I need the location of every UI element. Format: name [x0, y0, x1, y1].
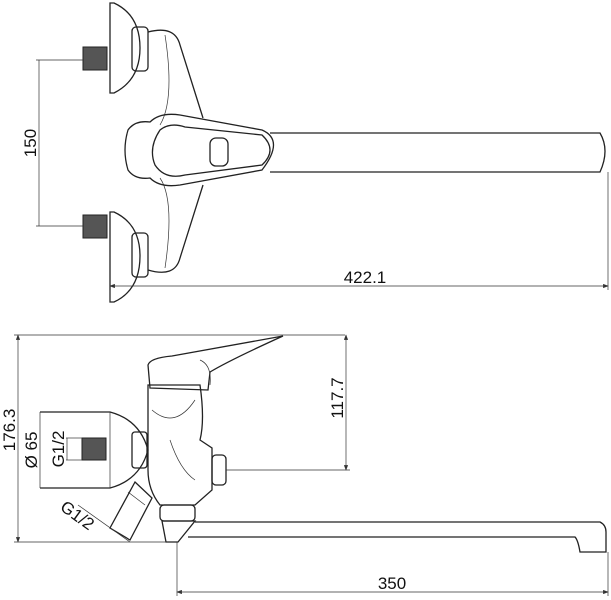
dimension-65-label: Ø 65	[22, 432, 41, 469]
dimension-inlet-g12-label: G1/2	[49, 431, 68, 468]
handle	[124, 113, 275, 187]
dimension-line-outlet	[77, 504, 131, 543]
upper-nut	[131, 26, 149, 72]
diverter-knob	[211, 454, 227, 486]
spout	[188, 521, 607, 553]
inlet-nut	[131, 431, 148, 469]
dimension-150-label: 150	[21, 129, 40, 157]
handle-button	[209, 137, 229, 167]
side-view: 176.3 117.7 Ø 65 G1/2 G1/2 350	[0, 334, 609, 596]
lever-handle	[147, 335, 284, 391]
valve-body	[147, 384, 213, 506]
upper-thread	[82, 46, 108, 71]
dimension-outlet-g12-label: G1/2	[57, 497, 98, 534]
upper-flange	[109, 2, 141, 94]
shower-outlet	[109, 480, 153, 541]
dimension-117-label: 117.7	[328, 377, 347, 418]
lower-nut	[131, 232, 149, 278]
spout	[270, 132, 606, 173]
lower-thread	[82, 214, 108, 239]
inlet-thread	[81, 437, 107, 461]
dimension-176-label: 176.3	[0, 409, 19, 452]
top-view: 150 422.1	[21, 2, 609, 303]
body-arms	[147, 29, 204, 273]
dimension-422-label: 422.1	[344, 268, 387, 287]
lower-flange	[109, 211, 141, 303]
spout-collar	[159, 504, 196, 522]
dimension-350-label: 350	[378, 574, 406, 593]
